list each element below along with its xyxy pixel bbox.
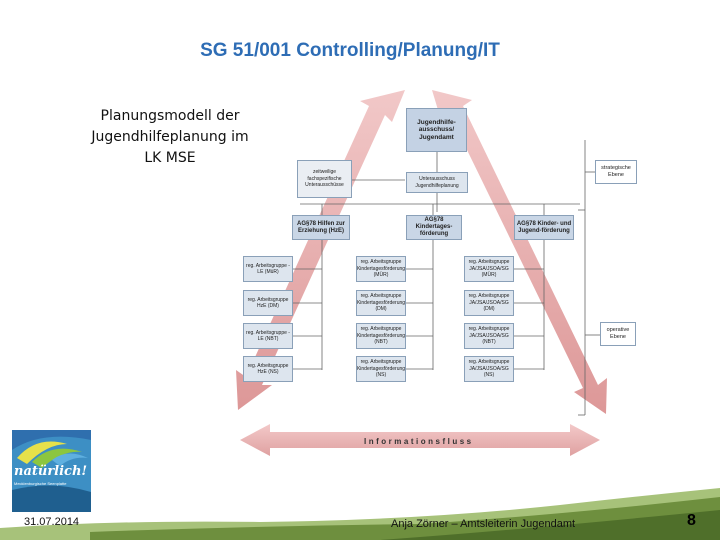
- ag-kita-box: AG§78 Kindertages-förderung: [406, 215, 462, 240]
- youth-committee-box: Jugendhilfe-ausschuss/ Jugendamt: [406, 108, 467, 152]
- mid-group-box: reg. Arbeitsgruppe Kindertagesförderung …: [356, 290, 406, 316]
- triangle-right-arrow: [432, 90, 607, 414]
- right-group-box: reg. Arbeitsgruppe JA/JSA/JSOA/SG (NBT): [464, 323, 514, 349]
- mid-group-box: reg. Arbeitsgruppe Kindertagesförderung …: [356, 256, 406, 282]
- footer-date: 31.07.2014: [24, 516, 80, 528]
- intro-line: Planungsmodell der: [100, 108, 240, 124]
- planning-subcommittee-box: Unterausschuss Jugendhilfeplanung: [406, 172, 468, 193]
- region-logo: natürlich! Mecklenburgische Seenplatte: [12, 430, 91, 512]
- right-group-box: reg. Arbeitsgruppe JA/JSA/JSOA/SG (MÜR): [464, 256, 514, 282]
- right-group-box: reg. Arbeitsgruppe JA/JSA/JSOA/SG (NS): [464, 356, 514, 382]
- logo-text: natürlich!: [14, 464, 88, 479]
- left-group-box: reg. Arbeitsgruppe HzE (NS): [243, 356, 293, 382]
- diagram-connectors: [293, 140, 600, 416]
- temporary-subcommittees-box: zeitweilige fachspezifische Unterausschü…: [297, 160, 352, 198]
- information-flow-label: Informationsfluss: [364, 437, 474, 446]
- intro-line: Jugendhilfeplanung im: [91, 129, 249, 145]
- page-number: 8: [687, 512, 696, 529]
- left-group-box: reg. Arbeitsgruppe - LE (NBT): [243, 323, 293, 349]
- strategic-level-label: strategische Ebene: [595, 160, 637, 184]
- slide-title: SG 51/001 Controlling/Planung/IT: [200, 40, 500, 61]
- ag-hze-box: AG§78 Hilfen zur Erziehung (HzE): [292, 215, 350, 240]
- footer-author: Anja Zörner – Amtsleiterin Jugendamt: [391, 518, 576, 530]
- mid-group-box: reg. Arbeitsgruppe Kindertagesförderung …: [356, 323, 406, 349]
- operative-level-label: operative Ebene: [600, 322, 636, 346]
- left-group-box: reg. Arbeitsgruppe HzE (DM): [243, 290, 293, 316]
- intro-line: LK MSE: [144, 150, 196, 166]
- logo-subtext: Mecklenburgische Seenplatte: [14, 481, 67, 486]
- ag-youth-box: AG§78 Kinder- und Jugend-förderung: [514, 215, 574, 240]
- logo-graphic: [12, 430, 91, 512]
- right-group-box: reg. Arbeitsgruppe JA/JSA/JSOA/SG (DM): [464, 290, 514, 316]
- intro-text: Planungsmodell der Jugendhilfeplanung im…: [70, 106, 270, 169]
- information-flow-arrow: [240, 424, 600, 456]
- mid-group-box: reg. Arbeitsgruppe Kindertagesförderung …: [356, 356, 406, 382]
- left-group-box: reg. Arbeitsgruppe - LE (MüR): [243, 256, 293, 282]
